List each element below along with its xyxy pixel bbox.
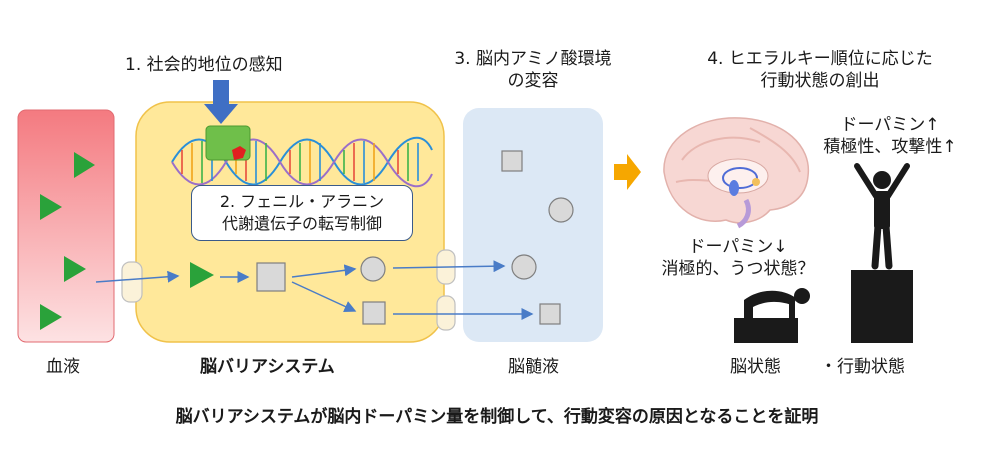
dopamine-down-label: ドーパミン↓ 消極的、うつ状態？ xyxy=(640,236,836,280)
person-arms-up-icon xyxy=(854,163,910,270)
csf-label: 脳髄液 xyxy=(508,357,559,377)
dopamine-down-line1: ドーパミン↓ xyxy=(688,237,788,257)
dopamine-up-line1: ドーパミン↑ xyxy=(840,115,940,135)
dopamine-up-line2: 積極性、攻撃性↑ xyxy=(823,137,957,157)
binding-marker xyxy=(232,146,246,160)
step2-line2: 代謝遺伝子の転写制御 xyxy=(221,214,382,233)
triangle-molecule-icon xyxy=(64,256,86,282)
step4-line1: 4. ヒエラルキー順位に応じた xyxy=(707,49,933,69)
step4-line2: 行動状態の創出 xyxy=(760,71,880,91)
person-kneeling-icon xyxy=(744,288,810,321)
step3-line2: の変容 xyxy=(507,71,559,91)
square-molecule-icon xyxy=(501,150,523,172)
step1-label: 1. 社会的地位の感知 xyxy=(125,55,283,75)
low-block xyxy=(734,318,798,343)
step3-label: 3. 脳内アミノ酸環境 の変容 xyxy=(448,48,618,92)
brain-icon xyxy=(663,117,810,229)
step4-label: 4. ヒエラルキー順位に応じた 行動状態の創出 xyxy=(680,48,960,92)
blood-compartment xyxy=(17,109,115,343)
flow-arrows xyxy=(95,260,534,320)
transition-arrow-icon xyxy=(614,154,641,190)
square-molecule-icon xyxy=(362,301,386,325)
csf-compartment xyxy=(463,108,603,342)
triangle-molecule-icon xyxy=(40,304,62,330)
brain-state-label: 脳状態 xyxy=(730,357,781,377)
behavior-state-label: ・行動状態 xyxy=(820,357,905,377)
barrier-label: 脳バリアシステム xyxy=(200,357,335,377)
dopamine-up-label: ドーパミン↑ 積極性、攻撃性↑ xyxy=(800,114,980,158)
triangle-molecule-icon xyxy=(40,194,62,220)
triangle-molecule-icon xyxy=(74,152,95,178)
circle-molecule-icon xyxy=(548,197,574,223)
dopamine-down-line2: 消極的、うつ状態？ xyxy=(661,259,815,279)
conclusion-text: 脳バリアシステムが脳内ドーパミン量を制御して、行動変容の原因となることを証明 xyxy=(175,407,819,427)
triangle-molecule-icon xyxy=(190,262,214,288)
gene-regulation-box: 2. フェニル・アラニン 代謝遺伝子の転写制御 xyxy=(191,185,413,241)
blood-label: 血液 xyxy=(46,357,80,377)
square-molecule-icon xyxy=(256,262,286,292)
square-molecule-icon xyxy=(539,303,561,325)
circle-molecule-icon xyxy=(360,256,386,282)
down-arrow-icon xyxy=(204,80,238,124)
circle-molecule-icon xyxy=(511,254,537,280)
pedestal xyxy=(851,270,913,343)
step3-line1: 3. 脳内アミノ酸環境 xyxy=(454,49,612,69)
dna-helix-icon xyxy=(171,136,433,188)
step2-line1: 2. フェニル・アラニン xyxy=(219,192,385,211)
